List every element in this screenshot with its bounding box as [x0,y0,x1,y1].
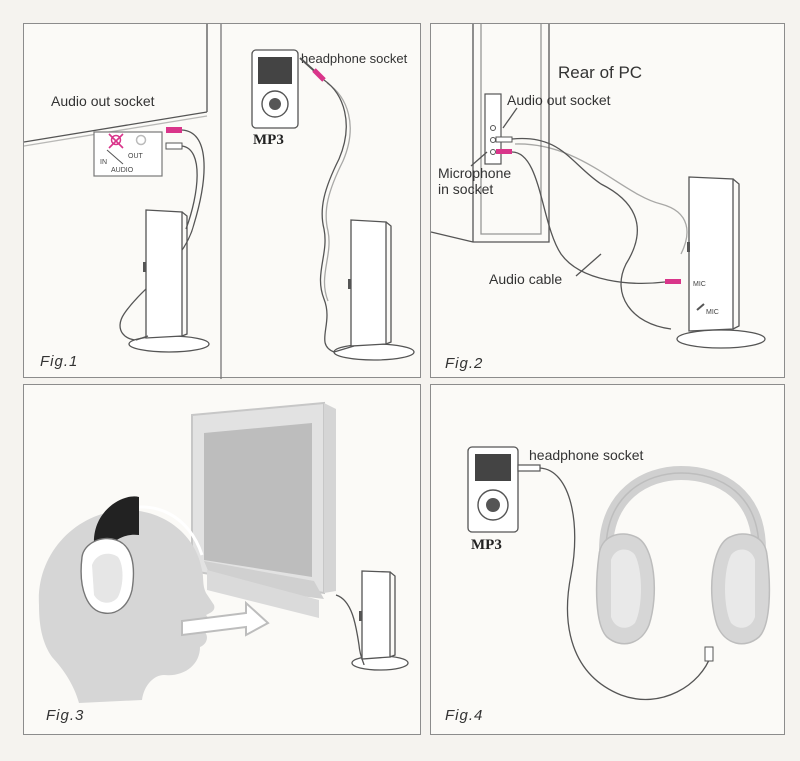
fig4-panel: MP3 headphone socket Fig.4 [430,384,785,735]
fig3-cable [335,594,365,666]
fig2-mic-label-1: MIC [693,281,706,288]
fig2-drawing: Rear of PC Audio out socket Microphone i… [430,24,766,372]
fig4-right-earcup-inner [725,549,755,628]
fig4-headphone-label: headphone socket [529,447,644,463]
fig1-white-plug-icon [165,142,183,150]
fig1-out-label: OUT [128,153,144,160]
fig3-caption: Fig.3 [46,707,84,724]
fig1-plug-left [135,335,149,341]
fig4-mp3-screen [475,454,511,481]
fig2-mic-switch-icon [696,303,705,311]
fig4-headphone-plug-icon [517,464,541,472]
fig1-cable-left-2 [181,145,198,230]
fig2-pc-outline [430,24,550,243]
monitor-stand [207,570,319,618]
fig2-cable-extra [514,143,688,255]
fig1-mp3-center-button [269,98,281,110]
fig2-mic-plug-icon [665,279,681,284]
direction-arrow-icon [181,600,270,637]
fig4-caption: Fig.4 [445,707,483,724]
fig2-transmitter [688,176,734,332]
fig1-drawing: Audio out socket IN OUT AUDIO [23,24,415,379]
fig2-port-strip [484,93,502,165]
fig4-mp3-center-button [486,498,500,512]
fig2-leader-audio-out [502,107,518,129]
fig3-transmitter [361,570,391,660]
fig4-mp3-label: MP3 [471,537,502,553]
fig1-socket-panel [93,131,163,177]
fig1-cable-right-2 [323,82,351,302]
fig2-rear-label: Rear of PC [558,63,642,82]
fig1-transmitter-left [145,209,183,339]
fig4-cable-jack [704,646,714,662]
fig4-left-earcup-inner [611,549,641,628]
fig2-white-plug-icon [495,136,513,143]
fig3-transmitter-port [359,611,362,621]
fig3-drawing: Fig.3 [38,401,409,724]
fig1-red-plug-icon [166,127,182,133]
fig2-mic-in-label-1: Microphone [438,165,511,181]
fig2-mic-label-2: MIC [706,309,719,316]
monitor-base [204,561,324,599]
fig3-transmitter-side [389,571,396,658]
fig4-drawing: MP3 headphone socket Fig.4 [445,446,771,724]
fig1-audio-out-label: Audio out socket [51,93,155,109]
fig2-audio-out-label: Audio out socket [507,92,611,108]
fig1-out-socket [135,134,147,146]
monitor-screen [204,423,312,577]
fig1-transmitter-left-port [143,262,146,272]
fig1-equipment-edge-2 [23,115,208,147]
fig2-panel: Rear of PC Audio out socket Microphone i… [430,23,785,378]
fig1-caption: Fig.1 [40,353,78,370]
fig4-mp3-wheel-icon [477,489,509,521]
fig1-in-socket [110,134,122,146]
fig1-mp3-wheel-icon [261,90,289,118]
fig1-mp3-screen [258,57,292,84]
fig2-leader-cable [575,253,602,277]
fig1-cable-right [319,79,347,353]
fig1-transmitter-left-side [181,211,188,337]
headphone-earcup-inner [92,553,123,603]
fig1-in-diagonal [106,149,124,165]
fig2-transmitter-port [687,242,690,252]
fig1-transmitter-right-side [385,221,392,345]
fig2-mic-in-label-2: in socket [438,181,493,197]
fig4-cable [539,467,712,700]
fig1-in-cross-icon [108,133,124,149]
fig1-panel: Audio out socket IN OUT AUDIO [23,23,421,379]
person-head [38,509,215,703]
fig2-audio-cable-label: Audio cable [489,271,562,287]
fig1-transmitter-base-right [333,343,415,361]
fig2-pc-inner [480,24,542,235]
fig3-panel: Fig.3 [23,384,421,735]
fig2-pink-plug-icon [496,149,512,154]
fig2-caption: Fig.2 [445,355,483,372]
fig2-leader-mic-in [470,151,488,167]
fig1-equipment-edge [23,24,208,143]
fig2-transmitter-base [676,329,766,349]
fig1-audio-label: AUDIO [111,167,134,174]
fig1-in-label: IN [100,159,107,166]
fig1-plug-right [333,345,355,353]
fig1-mp3-label: MP3 [253,132,284,148]
fig2-port-3 [490,149,496,155]
fig1-pink-plug-icon [312,68,326,82]
fig4-headphone-band-edge [605,472,760,551]
fig1-transmitter-right [350,219,387,347]
fig2-cable-mic [511,151,666,284]
fig1-headphone-label: headphone socket [301,51,408,66]
fig2-transmitter-side [732,178,740,330]
monitor-side [324,403,336,593]
fig1-transmitter-right-port [348,279,351,289]
fig2-port-1 [490,125,496,131]
